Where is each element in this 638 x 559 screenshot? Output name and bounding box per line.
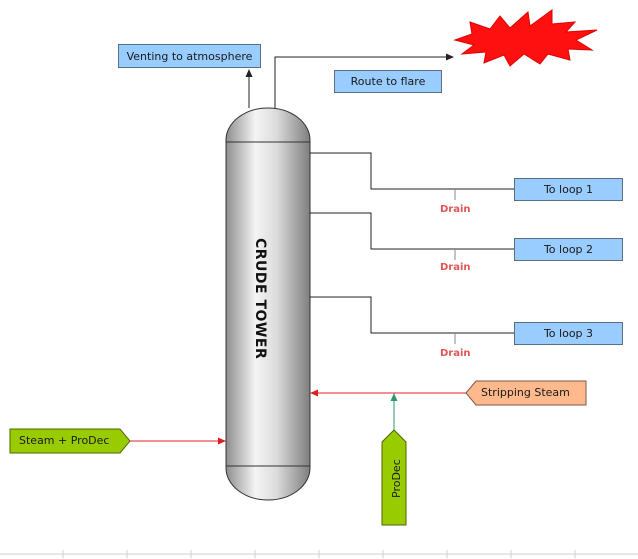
steam-prodec-line (130, 437, 226, 445)
flare-burst-icon (453, 9, 598, 67)
flare-box: Route to flare (334, 70, 442, 93)
loop-3-label: To loop 3 (543, 327, 594, 340)
stripping-steam-shape (465, 380, 587, 406)
vent-box: Venting to atmosphere (118, 44, 261, 68)
steam-prodec-label: Steam + ProDec (19, 434, 110, 447)
loop-2-box: To loop 2 (514, 238, 623, 261)
drain-label-2: Drain (440, 262, 471, 273)
flare-label: Route to flare (350, 75, 426, 88)
loop-1-label: To loop 1 (543, 183, 594, 196)
tower-label: CRUDE TOWER (252, 238, 268, 360)
stripping-steam-label: Stripping Steam (481, 386, 570, 399)
prodec-injection-line (390, 393, 398, 430)
drain-label-3: Drain (440, 348, 471, 359)
vent-label: Venting to atmosphere (126, 49, 253, 63)
steam-prodec-shape (9, 428, 131, 454)
loop-3-box: To loop 3 (514, 322, 623, 345)
loop-2-label: To loop 2 (543, 243, 594, 256)
drain-label-1: Drain (440, 204, 471, 215)
side-draw-lines (310, 152, 514, 344)
prodec-label: ProDec (390, 459, 403, 498)
flare-line (274, 53, 454, 108)
bottom-axis (0, 550, 638, 558)
crude-tower-vessel (225, 107, 311, 501)
prodec-shape (381, 429, 407, 526)
loop-1-box: To loop 1 (514, 178, 623, 201)
vent-line (245, 69, 253, 108)
stripping-steam-line (310, 389, 466, 397)
